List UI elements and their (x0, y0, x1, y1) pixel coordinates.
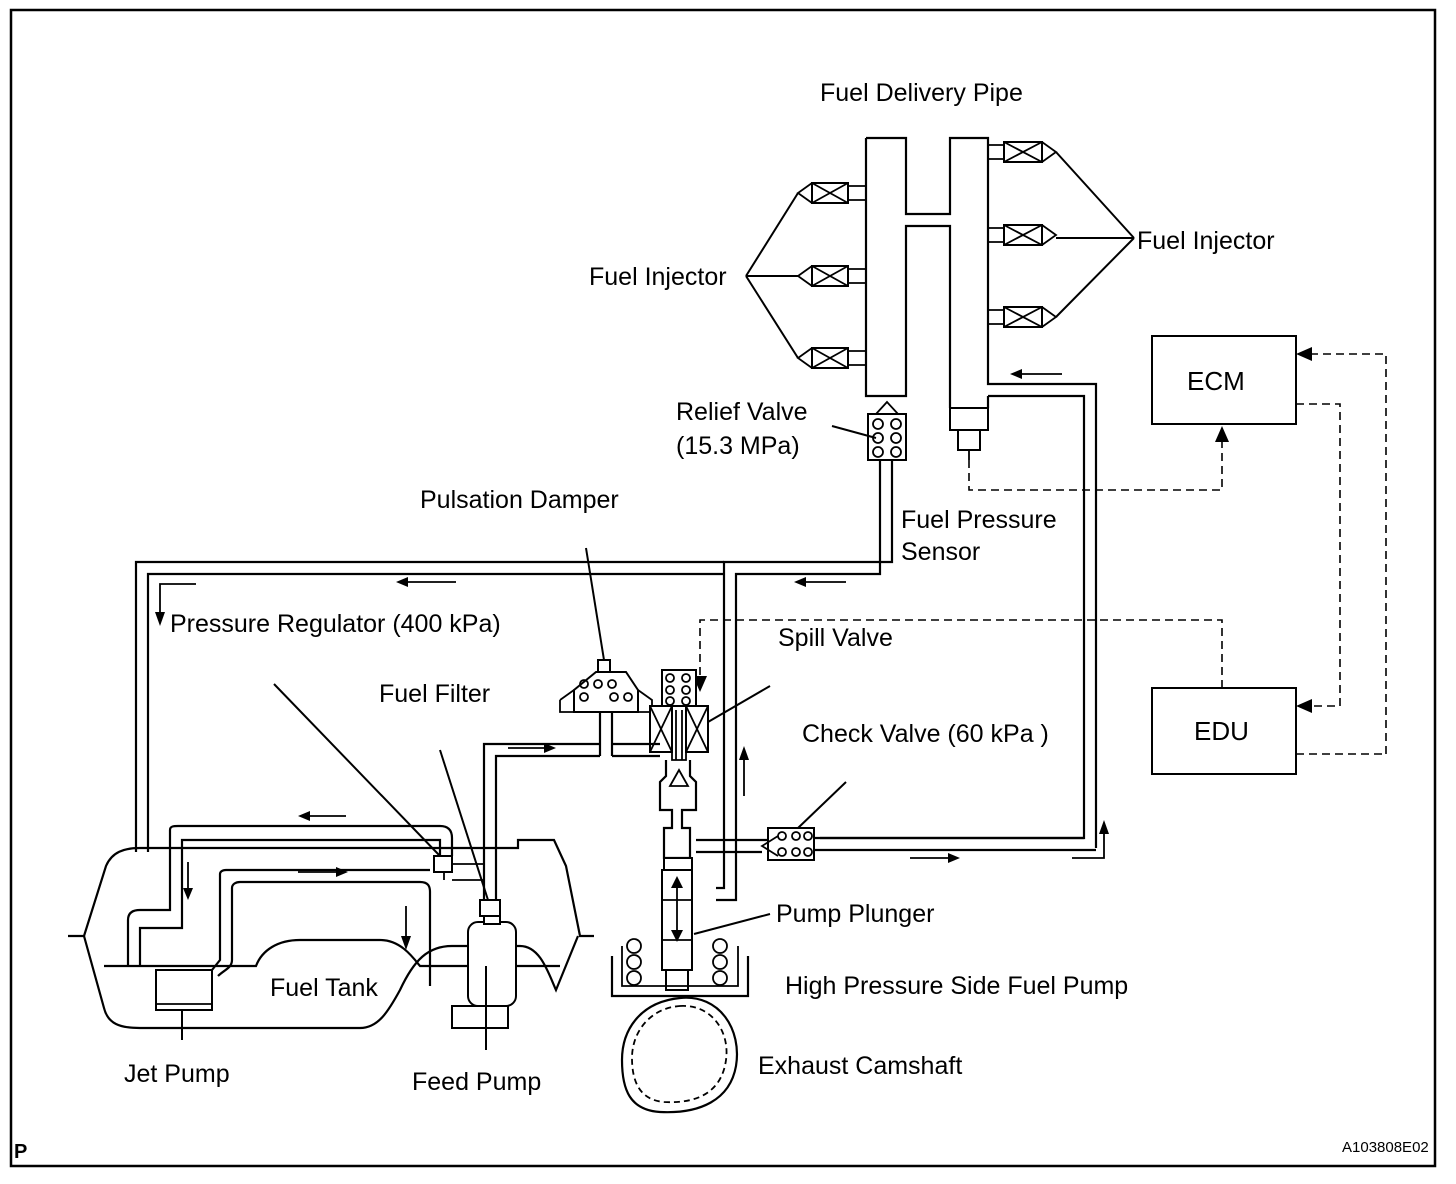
feed-line (482, 742, 660, 900)
label-pressure-regulator: Pressure Regulator (400 kPa) (170, 610, 501, 638)
fuel-pressure-sensor (949, 407, 989, 431)
label-pump-plunger: Pump Plunger (776, 900, 934, 928)
label-fuel-pressure-sensor-2: Sensor (901, 538, 980, 566)
label-exhaust-camshaft: Exhaust Camshaft (758, 1052, 962, 1080)
check-valve (696, 781, 1096, 861)
label-fuel-filter: Fuel Filter (379, 680, 490, 708)
pulsation-damper (559, 547, 653, 756)
figure-border (9, 8, 1437, 1168)
label-fuel-delivery-pipe: Fuel Delivery Pipe (820, 79, 1023, 107)
right-fuel-injectors (988, 141, 1135, 328)
injector-left-3 (796, 347, 866, 369)
exhaust-camshaft (620, 996, 739, 1114)
fuel-filter (479, 899, 501, 917)
label-edu: EDU (1194, 716, 1249, 746)
label-relief-valve: Relief Valve (676, 398, 808, 426)
label-jet-pump: Jet Pump (124, 1060, 230, 1088)
label-fuel-tank: Fuel Tank (270, 974, 378, 1002)
injector-left-1 (796, 182, 866, 204)
label-corner-p: P (14, 1141, 27, 1163)
label-pulsation-damper: Pulsation Damper (420, 486, 619, 514)
label-fuel-injector-left: Fuel Injector (589, 263, 727, 291)
pressure-regulator (433, 855, 453, 873)
flow-arrows (155, 369, 1109, 950)
label-high-pressure-pump: High Pressure Side Fuel Pump (785, 972, 1128, 1000)
label-fuel-pressure-sensor-1: Fuel Pressure (901, 506, 1057, 534)
label-check-valve: Check Valve (60 kPa ) (802, 720, 1049, 748)
injector-right-3 (988, 306, 1058, 328)
label-spill-valve: Spill Valve (778, 624, 893, 652)
fuel-tank (68, 683, 594, 1050)
label-relief-valve-pressure: (15.3 MPa) (676, 432, 800, 460)
label-feed-pump: Feed Pump (412, 1068, 541, 1096)
return-lines (134, 460, 894, 902)
injector-right-2 (988, 224, 1058, 246)
feed-pump (467, 921, 517, 1007)
ecm-block (1151, 335, 1297, 425)
edu-block (1151, 687, 1297, 775)
edu-box (1151, 687, 1297, 775)
label-figure-id: A103808E02 (1342, 1139, 1429, 1156)
relief-valve (831, 400, 907, 461)
label-ecm: ECM (1187, 366, 1245, 396)
injector-left-2 (796, 265, 866, 287)
control-signal-lines (693, 347, 1387, 755)
ecm-box (1151, 335, 1297, 425)
label-fuel-injector-right: Fuel Injector (1137, 227, 1275, 255)
high-pressure-fuel-pump (610, 760, 771, 998)
labels: Fuel Delivery Pipe Fuel Injector Fuel In… (14, 79, 1429, 1163)
spill-valve (649, 669, 771, 787)
injector-right-1 (988, 141, 1058, 163)
left-fuel-injectors (745, 182, 866, 369)
